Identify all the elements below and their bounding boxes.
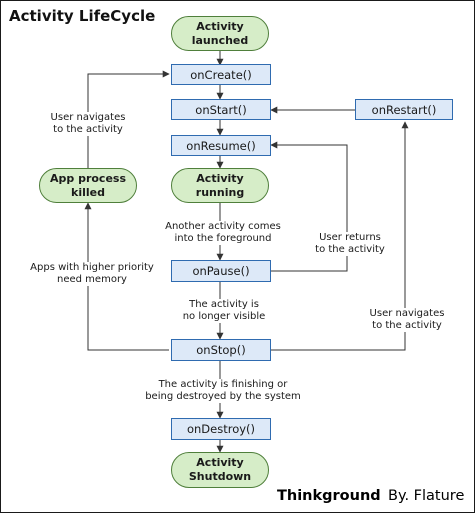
- label-higher-priority-memory: Apps with higher priority need memory: [25, 262, 159, 286]
- arrow-onstop-to-onrestart: [271, 121, 409, 351]
- label-user-returns-to-activity: User returns to the activity: [307, 232, 393, 256]
- onresume-node: onResume(): [171, 135, 271, 156]
- arrow-onpause-to-onresume: [270, 141, 348, 272]
- activity-shutdown-node: Activity Shutdown: [171, 452, 269, 488]
- label-user-navigates-to-activity: User navigates to the activity: [45, 112, 131, 136]
- arrow-onstop-to-killed: [84, 202, 169, 351]
- label-another-activity-foreground: Another activity comes into the foregrou…: [159, 221, 287, 245]
- ondestroy-node: onDestroy(): [171, 418, 271, 440]
- label-no-longer-visible: The activity is no longer visible: [175, 299, 273, 323]
- page-title: Activity LifeCycle: [9, 7, 156, 25]
- app-process-killed-node: App process killed: [39, 168, 137, 203]
- onrestart-node: onRestart(): [355, 99, 453, 120]
- onstart-node: onStart(): [171, 99, 271, 120]
- oncreate-node: onCreate(): [171, 64, 271, 85]
- onstop-node: onStop(): [171, 339, 271, 361]
- label-user-navigates-to-activity-2: User navigates to the activity: [363, 308, 451, 332]
- credit-brand: Thinkground: [277, 488, 381, 504]
- activity-running-node: Activity running: [171, 168, 269, 203]
- label-finishing-or-destroyed: The activity is finishing or being destr…: [141, 379, 305, 403]
- credit-author: By. Flature: [388, 488, 465, 504]
- onpause-node: onPause(): [171, 260, 271, 282]
- activity-launched-node: Activity launched: [171, 16, 269, 51]
- arrow-killed-to-oncreate: [87, 70, 170, 168]
